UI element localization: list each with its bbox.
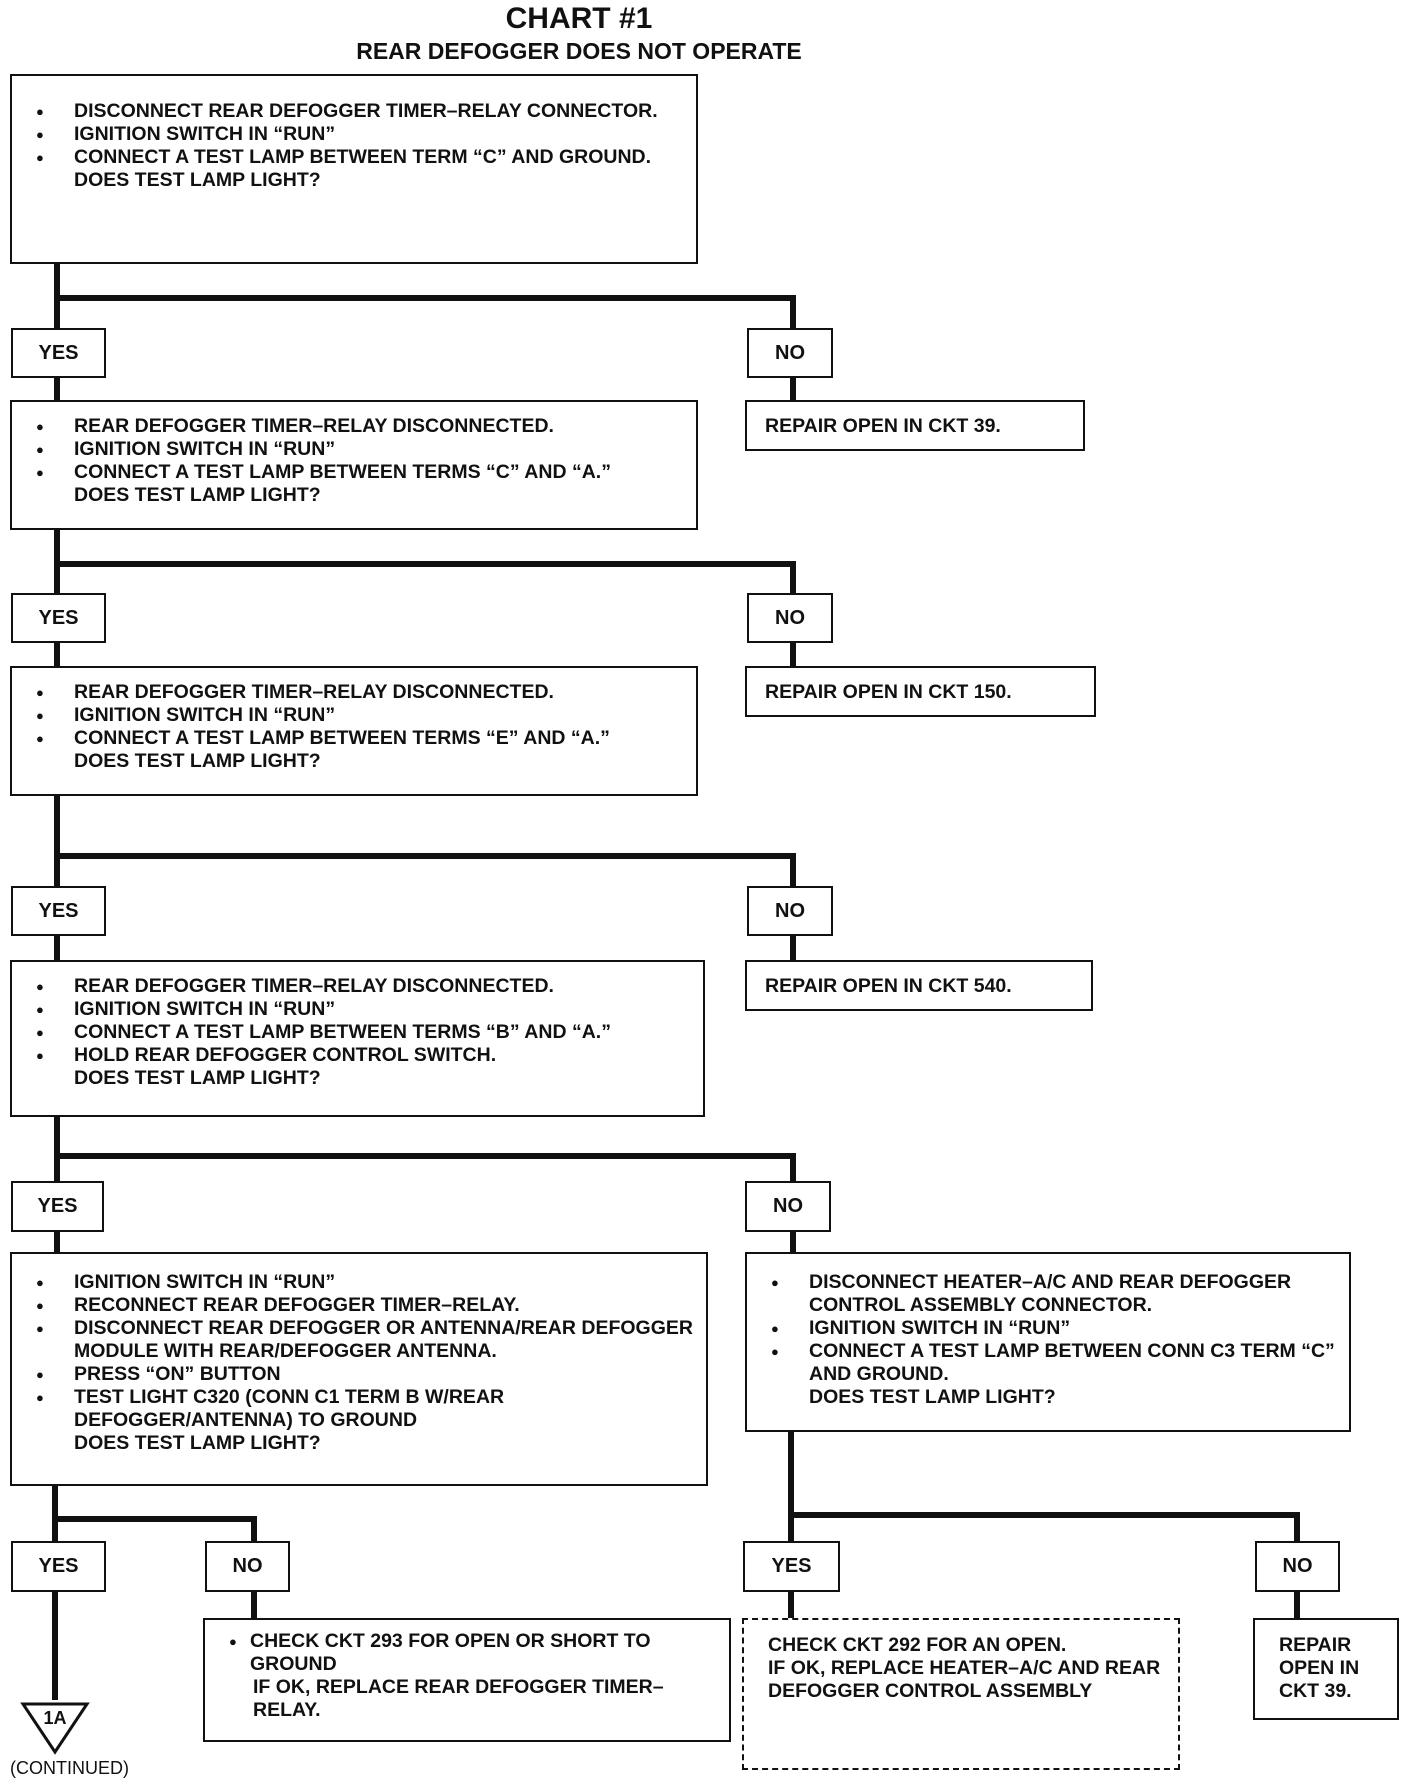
step-5-question: DOES TEST LAMP LIGHT? <box>74 1432 321 1454</box>
step-2-item: IGNITION SWITCH IN “RUN” <box>12 438 696 461</box>
no-label: NO <box>747 886 833 936</box>
step-1-item: DISCONNECT REAR DEFOGGER TIMER–RELAY CON… <box>12 100 696 123</box>
check-292-line: IF OK, REPLACE HEATER–A/C AND REAR DEFOG… <box>768 1657 1161 1702</box>
repair-39-line: REPAIR <box>1279 1634 1352 1656</box>
yes-label: YES <box>11 1541 106 1592</box>
check-ckt-292-box: CHECK CKT 292 FOR AN OPEN. IF OK, REPLAC… <box>742 1618 1180 1770</box>
step-1-item: IGNITION SWITCH IN “RUN” <box>12 123 696 146</box>
connector-line <box>54 1232 60 1254</box>
step-box-4: REAR DEFOGGER TIMER–RELAY DISCONNECTED. … <box>10 960 705 1117</box>
connector-line <box>788 1592 794 1620</box>
step-4-item: IGNITION SWITCH IN “RUN” <box>12 998 703 1021</box>
no-label: NO <box>1255 1541 1340 1592</box>
step-box-2: REAR DEFOGGER TIMER–RELAY DISCONNECTED. … <box>10 400 698 530</box>
connector-line <box>790 936 796 962</box>
connector-line <box>790 1232 796 1254</box>
check-293-item: CHECK CKT 293 FOR OPEN OR SHORT TO GROUN… <box>205 1630 729 1676</box>
connector-line <box>54 936 60 962</box>
step-6-question: DOES TEST LAMP LIGHT? <box>809 1386 1056 1408</box>
step-4-question: DOES TEST LAMP LIGHT? <box>74 1067 321 1089</box>
step-6-item: CONNECT A TEST LAMP BETWEEN CONN C3 TERM… <box>747 1340 1349 1386</box>
step-6-item: IGNITION SWITCH IN “RUN” <box>747 1317 1349 1340</box>
connector-line <box>790 295 796 328</box>
step-6-item: DISCONNECT HEATER–A/C AND REAR DEFOGGER … <box>747 1271 1349 1317</box>
no-label: NO <box>747 328 833 378</box>
connector-line <box>788 1432 794 1541</box>
step-box-5: IGNITION SWITCH IN “RUN” RECONNECT REAR … <box>10 1252 708 1486</box>
check-292-line: CHECK CKT 292 FOR AN OPEN. <box>768 1634 1067 1656</box>
connector-line <box>54 1153 796 1159</box>
yes-label: YES <box>11 328 106 378</box>
check-ckt-293-box: CHECK CKT 293 FOR OPEN OR SHORT TO GROUN… <box>203 1618 731 1742</box>
connector-line <box>790 853 796 886</box>
step-3-item: REAR DEFOGGER TIMER–RELAY DISCONNECTED. <box>12 681 696 704</box>
step-5-item: PRESS “ON” BUTTON <box>12 1363 706 1386</box>
step-4-item: CONNECT A TEST LAMP BETWEEN TERMS “B” AN… <box>12 1021 703 1044</box>
connector-line <box>54 853 796 859</box>
connector-line <box>790 1153 796 1181</box>
connector-line <box>54 796 60 886</box>
connector-line <box>251 1516 257 1541</box>
no-label: NO <box>745 1181 831 1232</box>
connector-line <box>52 1486 58 1541</box>
repair-39-line: CKT 39. <box>1279 1680 1352 1702</box>
connector-line <box>1294 1512 1300 1541</box>
connector-line <box>790 643 796 668</box>
step-5-item: IGNITION SWITCH IN “RUN” <box>12 1271 706 1294</box>
step-5-item: TEST LIGHT C320 (CONN C1 TERM B W/REAR D… <box>12 1386 706 1432</box>
step-3-question: DOES TEST LAMP LIGHT? <box>74 750 321 772</box>
yes-label: YES <box>11 593 106 643</box>
yes-label: YES <box>11 1181 104 1232</box>
connector-line <box>1294 1592 1300 1620</box>
repair-ckt-150: REPAIR OPEN IN CKT 150. <box>745 666 1096 717</box>
connector-line <box>54 295 796 301</box>
step-1-item: CONNECT A TEST LAMP BETWEEN TERM “C” AND… <box>12 146 696 169</box>
repair-ckt-39: REPAIR OPEN IN CKT 39. <box>745 400 1085 451</box>
step-2-item: CONNECT A TEST LAMP BETWEEN TERMS “C” AN… <box>12 461 696 484</box>
continuation-triangle-icon: 1A <box>20 1702 90 1755</box>
repair-ckt-540: REPAIR OPEN IN CKT 540. <box>745 960 1093 1011</box>
step-4-item: HOLD REAR DEFOGGER CONTROL SWITCH. <box>12 1044 703 1067</box>
step-5-item: RECONNECT REAR DEFOGGER TIMER–RELAY. <box>12 1294 706 1317</box>
repair-39-line: OPEN IN <box>1279 1657 1360 1679</box>
connector-1a-label: 1A <box>43 1708 66 1728</box>
continued-label: (CONTINUED) <box>10 1758 129 1778</box>
connector-line <box>52 1592 58 1700</box>
yes-label: YES <box>11 886 106 936</box>
yes-label: YES <box>743 1541 840 1592</box>
chart-subtitle: REAR DEFOGGER DOES NOT OPERATE <box>356 38 802 64</box>
step-box-1: DISCONNECT REAR DEFOGGER TIMER–RELAY CON… <box>10 74 698 264</box>
connector-line <box>788 1512 1300 1518</box>
repair-open-ckt-39-final: REPAIR OPEN IN CKT 39. <box>1253 1618 1399 1720</box>
check-293-note: IF OK, REPLACE REAR DEFOGGER TIMER–RELAY… <box>253 1676 664 1721</box>
step-5-item: DISCONNECT REAR DEFOGGER OR ANTENNA/REAR… <box>12 1317 706 1363</box>
connector-line <box>790 561 796 593</box>
step-box-6: DISCONNECT HEATER–A/C AND REAR DEFOGGER … <box>745 1252 1351 1432</box>
step-3-item: CONNECT A TEST LAMP BETWEEN TERMS “E” AN… <box>12 727 696 750</box>
step-2-question: DOES TEST LAMP LIGHT? <box>74 484 321 506</box>
connector-line <box>251 1592 257 1620</box>
connector-line <box>54 561 796 567</box>
connector-line <box>790 378 796 402</box>
chart-title: CHART #1 <box>505 2 653 35</box>
connector-line <box>54 643 60 668</box>
connector-line <box>52 1516 257 1522</box>
step-3-item: IGNITION SWITCH IN “RUN” <box>12 704 696 727</box>
no-label: NO <box>205 1541 290 1592</box>
step-1-question: DOES TEST LAMP LIGHT? <box>74 169 321 191</box>
no-label: NO <box>747 593 833 643</box>
step-2-item: REAR DEFOGGER TIMER–RELAY DISCONNECTED. <box>12 415 696 438</box>
connector-line <box>54 378 60 402</box>
step-4-item: REAR DEFOGGER TIMER–RELAY DISCONNECTED. <box>12 975 703 998</box>
step-box-3: REAR DEFOGGER TIMER–RELAY DISCONNECTED. … <box>10 666 698 796</box>
connector-line <box>54 1117 60 1181</box>
